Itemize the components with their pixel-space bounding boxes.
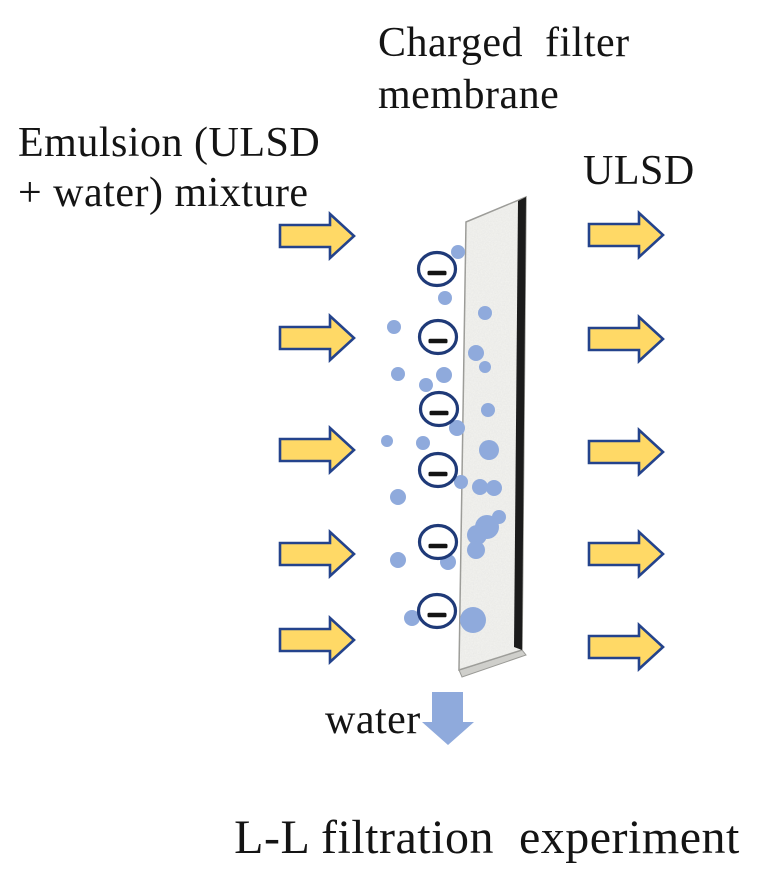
water-droplet [404,610,420,626]
ulsd-label: ULSD [583,148,695,194]
flow-arrow-right-icon [587,314,665,364]
water-droplet [472,479,488,495]
minus-icon [428,471,448,477]
water-droplet [449,420,465,436]
water-droplet [419,378,433,392]
negative-charge-circle [417,451,459,489]
water-droplet [481,403,495,417]
water-droplet [390,489,406,505]
water-droplet [479,361,491,373]
water-droplet [454,475,468,489]
water-droplet [381,435,393,447]
water-droplet [486,480,502,496]
flow-arrow-right-icon [587,622,665,672]
water-droplet [451,245,465,259]
flow-arrow-right-icon [587,427,665,477]
water-droplet [479,440,499,460]
negative-charge-circle [417,523,459,561]
flow-arrow-left-icon [278,529,356,579]
figure-caption: L-L filtration experiment [234,811,740,864]
minus-icon [429,410,449,416]
negative-charge-circle [416,592,458,630]
water-droplet [467,525,487,545]
water-droplet [387,320,401,334]
flow-arrow-left-icon [278,313,356,363]
charged-filter-membrane-label: Charged filter membrane [378,20,630,118]
water-down-arrow-icon [422,692,474,745]
minus-icon [428,338,448,344]
minus-icon [427,270,447,276]
flow-arrow-left-icon [278,615,356,665]
flow-arrow-left-icon [278,211,356,261]
water-droplet [478,306,492,320]
membrane-dark-edge [514,197,526,650]
water-droplet [460,607,486,633]
flow-arrow-right-icon [587,529,665,579]
flow-arrow-right-icon [587,210,665,260]
water-droplet [390,552,406,568]
negative-charge-circle [418,390,460,428]
water-droplet [467,541,485,559]
water-droplet [391,367,405,381]
negative-charge-circle [417,318,459,356]
minus-icon [427,612,447,618]
emulsion-mixture-label: Emulsion (ULSD + water) mixture [18,120,321,216]
flow-arrow-left-icon [278,425,356,475]
minus-icon [428,543,448,549]
water-label: water [325,697,421,743]
negative-charge-circle [416,250,458,288]
water-droplet [468,345,484,361]
water-droplet [436,367,452,383]
water-droplet [416,436,430,450]
water-droplet [438,291,452,305]
